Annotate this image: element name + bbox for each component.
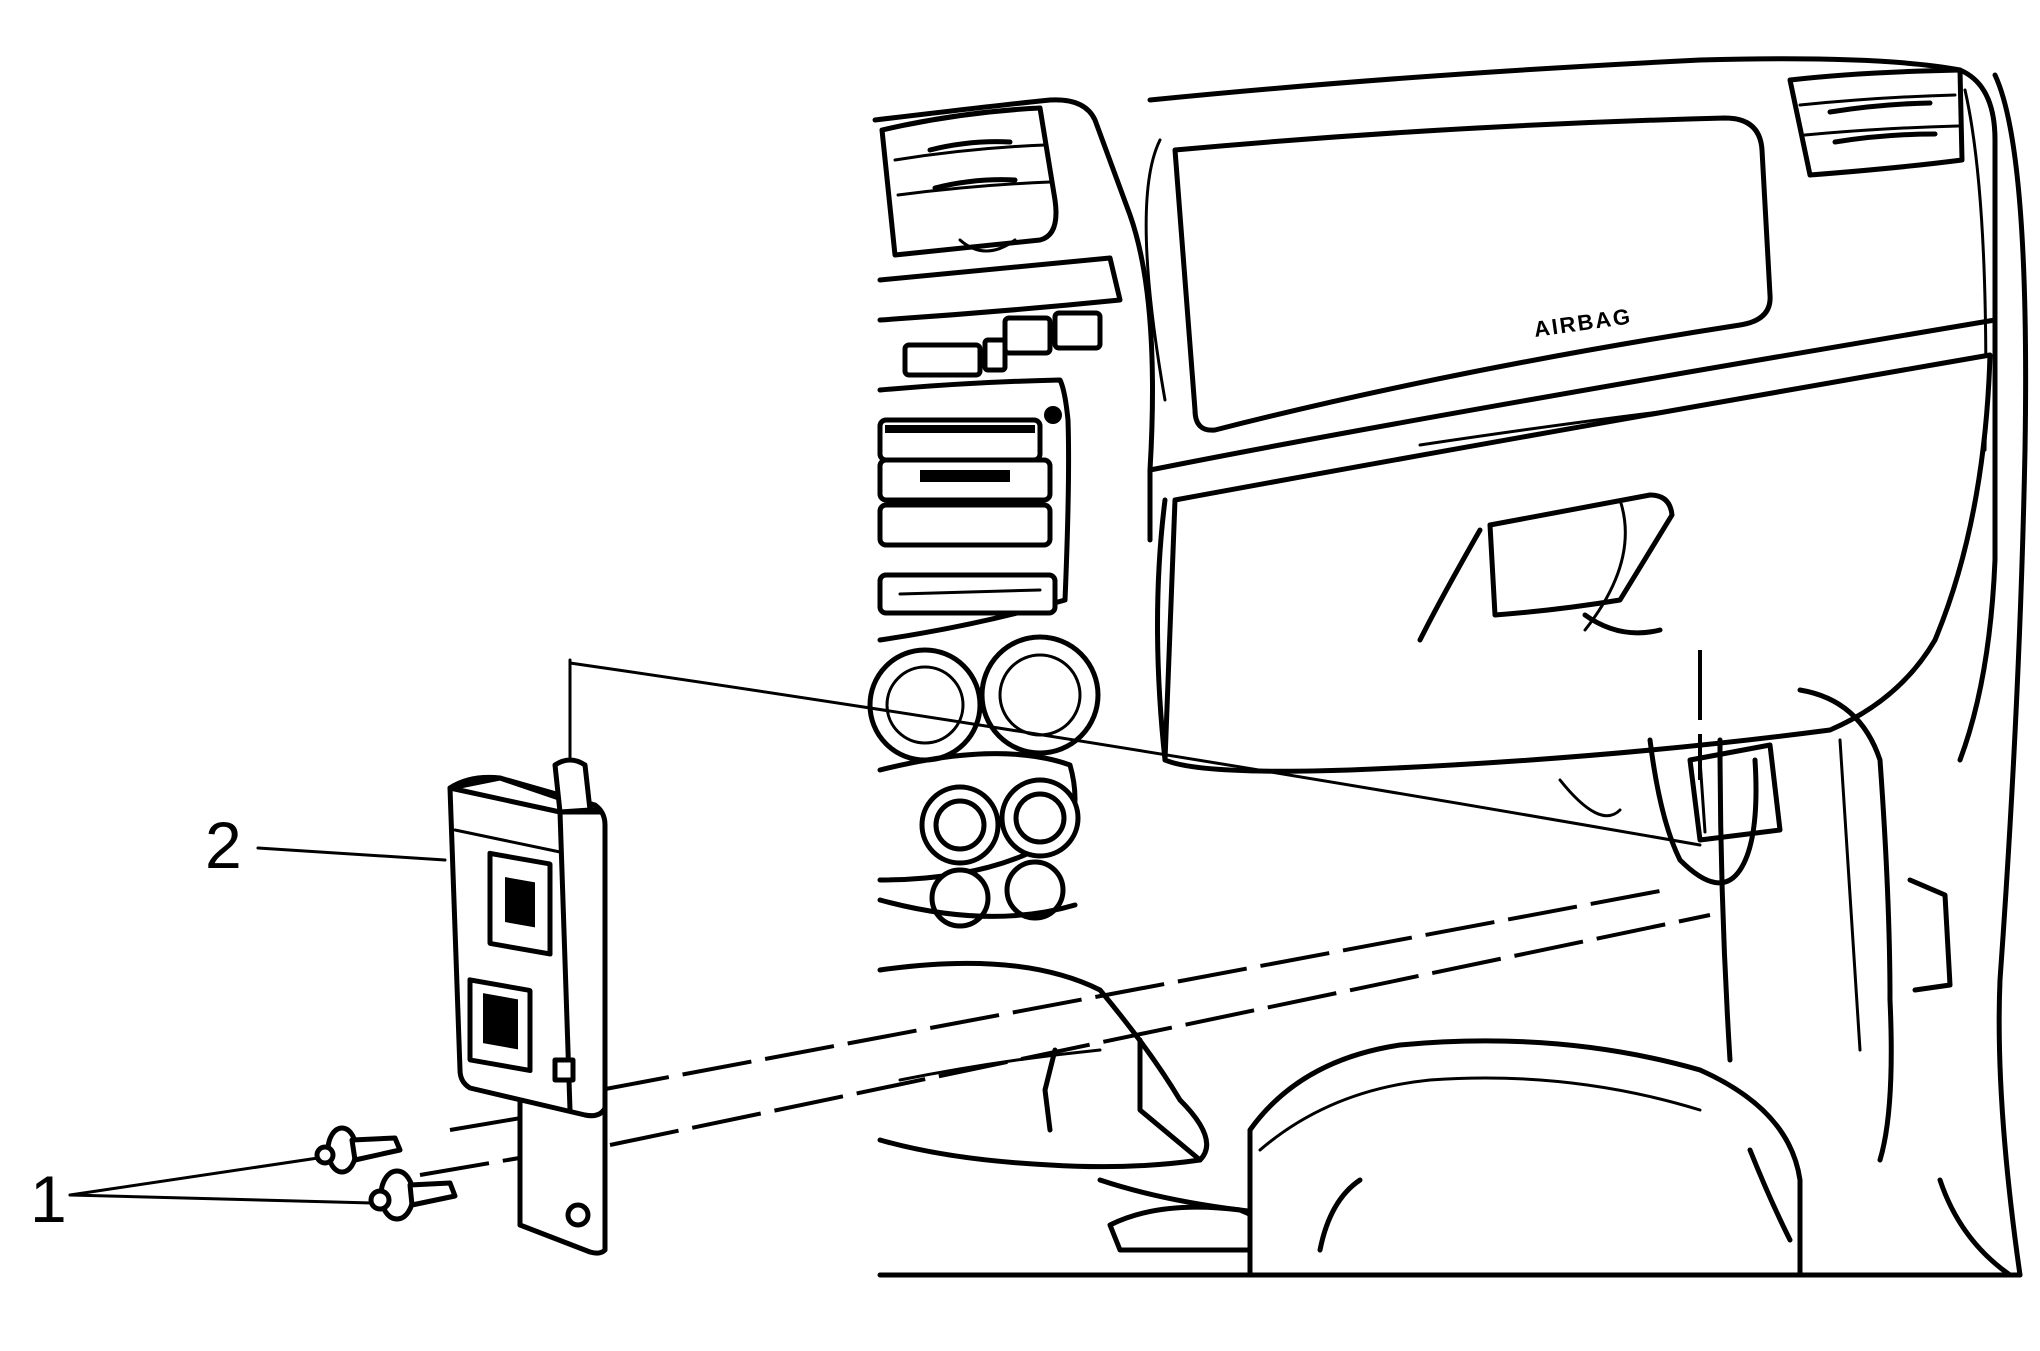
module-mount-bracket <box>1687 742 1783 843</box>
airbag-panel: AIRBAG <box>1144 115 1773 433</box>
kick-panel <box>1558 687 2013 1278</box>
left-air-vent <box>879 105 1059 258</box>
center-stack-outline <box>872 97 1155 543</box>
center-stack <box>877 255 1123 643</box>
callout-2-leader <box>256 846 447 862</box>
climate-knob-left <box>919 784 1001 866</box>
center-console <box>877 960 1303 1253</box>
callout-2-label: 2 <box>205 808 242 882</box>
callout-1-leader-b <box>68 1193 374 1205</box>
instrument-panel: AIRBAG <box>867 56 2029 1278</box>
glove-box <box>1155 352 1993 774</box>
module-mounting-plate <box>517 1087 608 1256</box>
fastener-alignment-line-upper <box>599 888 1666 1092</box>
hazard-button-row <box>877 255 1123 323</box>
right-air-vent <box>1787 67 1965 178</box>
push-pin-fastener-lower <box>368 1168 458 1222</box>
dash-right-edge <box>1992 72 2029 1278</box>
fasteners: 1 <box>30 1125 458 1236</box>
fastener-alignment-line-lower <box>609 913 1711 1147</box>
push-pin-fastener-upper <box>314 1125 403 1175</box>
module-assembly: 2 <box>205 757 608 1256</box>
dash-top-outline <box>1147 56 1998 763</box>
climate-knob-right <box>999 777 1081 859</box>
radio-preset-buttons <box>877 572 1058 616</box>
console-armrest <box>1247 1038 1803 1278</box>
climate-controls <box>867 634 1101 929</box>
callout-1-leader-a <box>68 1156 320 1197</box>
callout-1-label: 1 <box>30 1162 67 1236</box>
